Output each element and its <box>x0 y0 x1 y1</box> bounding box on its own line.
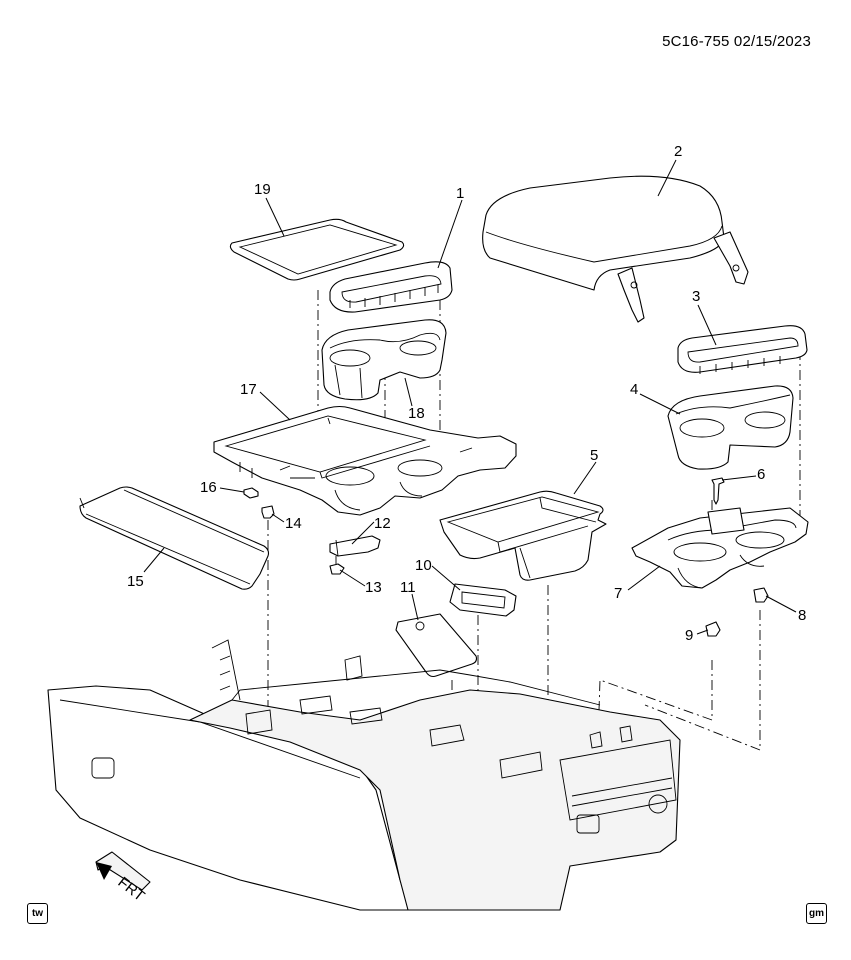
callout-12: 12 <box>374 515 391 532</box>
callout-6: 6 <box>757 466 765 483</box>
callout-15: 15 <box>127 573 144 590</box>
gm-logo-badge: gm <box>806 903 827 924</box>
tw-badge: tw <box>27 903 48 924</box>
part-15-storage-door <box>79 486 270 590</box>
callout-numbers: 1 2 3 4 5 6 7 8 9 10 11 12 13 14 15 16 1… <box>127 143 806 644</box>
leader-lines <box>143 159 797 635</box>
front-direction-arrow-icon: FRT <box>95 851 151 905</box>
part-4-rear-cupholder-insert <box>667 385 794 470</box>
callout-5: 5 <box>590 447 598 464</box>
callout-8: 8 <box>798 607 806 624</box>
callout-4: 4 <box>630 381 638 398</box>
callout-11: 11 <box>400 579 416 596</box>
callout-14: 14 <box>285 515 302 532</box>
part-10-bracket <box>449 583 517 617</box>
part-11-cover-pad <box>395 613 478 678</box>
part-19-tray-mat <box>229 218 405 281</box>
part-3-rear-cupholder-bezel <box>677 325 808 374</box>
callout-2: 2 <box>674 143 682 160</box>
callout-17: 17 <box>240 381 257 398</box>
callout-9: 9 <box>685 627 693 644</box>
callout-7: 7 <box>614 585 622 602</box>
document-code: 5C16-755 02/15/2023 <box>662 33 811 50</box>
part-18-cupholder-insert <box>321 319 447 401</box>
callout-13: 13 <box>365 579 382 596</box>
callout-3: 3 <box>692 288 700 305</box>
part-17-console-trim-plate <box>213 405 517 516</box>
callout-18: 18 <box>408 405 425 422</box>
part-7-rear-trim-plate <box>631 507 809 589</box>
part-2-armrest-lid <box>482 175 749 323</box>
part-1-cupholder-bezel <box>329 261 453 313</box>
base-console <box>47 639 681 911</box>
callout-19: 19 <box>254 181 271 198</box>
callout-16: 16 <box>200 479 217 496</box>
callout-1: 1 <box>456 185 464 202</box>
part-5-storage-tray <box>439 490 607 581</box>
callout-10: 10 <box>415 557 432 574</box>
fasteners <box>243 477 769 637</box>
